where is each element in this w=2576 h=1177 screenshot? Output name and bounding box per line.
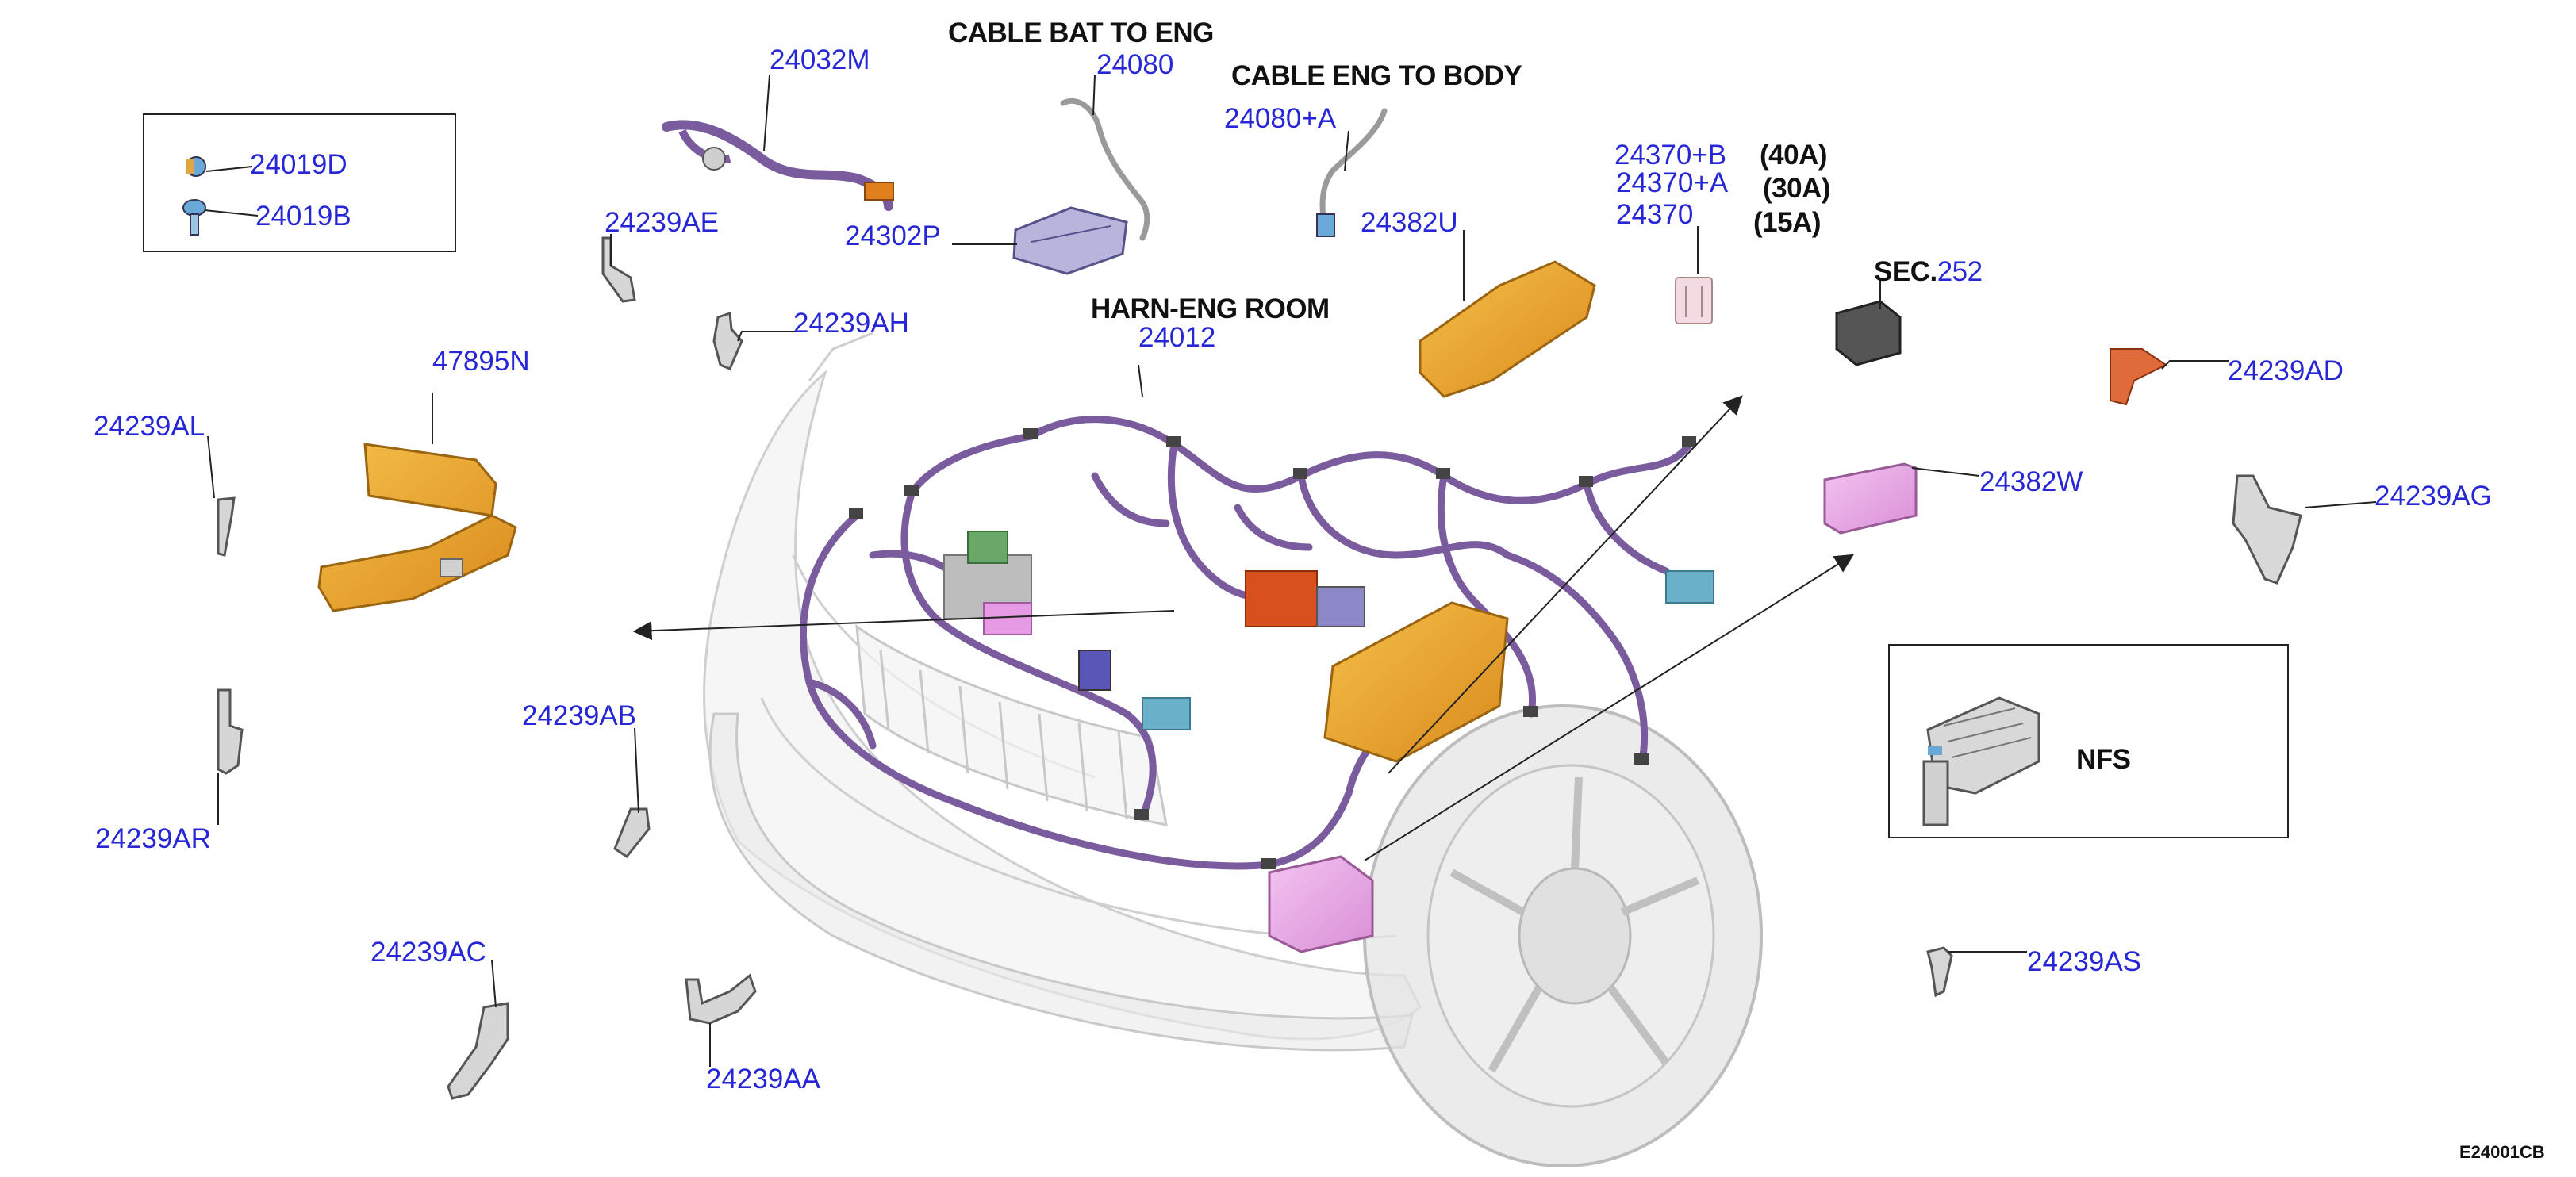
clip-24019D-artwork [186, 156, 206, 177]
bracket-24239AD-artwork [2110, 348, 2167, 406]
cover-24382U-artwork [1419, 260, 1596, 398]
clip-24019B-artwork [182, 199, 206, 236]
fuse-24370-artwork [1675, 277, 1713, 324]
arrows [632, 395, 1855, 861]
sec-252-module-artwork [1835, 300, 1902, 366]
bracket-24239AS-artwork [1926, 946, 1953, 998]
part-24239AL[interactable]: 24239AL [94, 411, 205, 442]
part-24302P[interactable]: 24302P [845, 220, 941, 251]
fuse-rating-40a: (40A) [1760, 140, 1828, 171]
bracket-24239AG-artwork [2232, 474, 2302, 585]
part-24239AE[interactable]: 24239AE [605, 207, 720, 238]
clip-kit-box [143, 113, 456, 252]
bracket-47895N-clip-artwork [440, 558, 463, 577]
cable-24080-artwork [1060, 98, 1150, 241]
connector-24080A-artwork [1316, 213, 1335, 237]
part-24239AG[interactable]: 24239AG [2374, 481, 2492, 512]
part-24382W[interactable]: 24382W [1979, 466, 2083, 497]
fuse-rating-30a: (30A) [1763, 173, 1831, 204]
bracket-24239AE-artwork [601, 236, 636, 303]
part-24239AS[interactable]: 24239AS [2027, 946, 2142, 977]
part-24080[interactable]: 24080 [1096, 49, 1174, 80]
section-prefix: SEC. [1874, 256, 1937, 287]
part-24239AH[interactable]: 24239AH [793, 308, 909, 339]
part-24382U[interactable]: 24382U [1361, 207, 1458, 238]
cable-24032M-artwork [662, 120, 894, 211]
nfs-label: NFS [2076, 744, 2131, 775]
bracket-24239AR-artwork [217, 688, 244, 775]
bracket-24239AC-artwork [447, 1002, 509, 1100]
diagram-code: E24001CB [2459, 1142, 2545, 1162]
bracket-47895N-artwork [317, 443, 517, 612]
part-24239AD[interactable]: 24239AD [2228, 355, 2344, 386]
front-wheel [1363, 704, 1763, 1167]
part-24239AB[interactable]: 24239AB [522, 700, 637, 731]
part-24019D[interactable]: 24019D [250, 149, 347, 180]
part-24370A[interactable]: 24370+A [1616, 167, 1729, 198]
part-24019B[interactable]: 24019B [255, 201, 351, 232]
fuse-block-on-car [1268, 855, 1374, 953]
title-harn-eng-room: HARN-ENG ROOM [1091, 293, 1330, 324]
part-24239AC[interactable]: 24239AC [370, 937, 486, 968]
title-cable-bat-to-eng: CABLE BAT TO ENG [948, 17, 1214, 48]
module-24302P-artwork [1012, 206, 1128, 275]
section-ref: SEC.252 [1874, 258, 1983, 286]
bracket-24239AH-artwork [712, 311, 743, 370]
section-number-link[interactable]: 252 [1937, 256, 1983, 287]
engine-module-artwork [943, 531, 1714, 730]
part-47895N[interactable]: 47895N [432, 346, 530, 377]
fuse-rating-15a: (15A) [1753, 207, 1822, 238]
fusible-link-box-on-car [1323, 601, 1509, 763]
part-24370B[interactable]: 24370+B [1614, 140, 1727, 171]
cable-24080A-artwork [1319, 108, 1388, 233]
part-24012[interactable]: 24012 [1138, 322, 1216, 353]
part-24239AR[interactable]: 24239AR [95, 823, 211, 854]
nfs-box [1888, 644, 2289, 838]
part-24032M[interactable]: 24032M [770, 44, 870, 75]
cover-24382W-artwork [1823, 462, 1918, 535]
part-24239AA[interactable]: 24239AA [706, 1064, 821, 1095]
bracket-24239AA-artwork [685, 973, 757, 1025]
title-cable-eng-to-body: CABLE ENG TO BODY [1231, 60, 1522, 91]
leader-lines [204, 75, 2377, 1067]
nfs-relay-box-artwork [1922, 696, 2040, 826]
part-24080A[interactable]: 24080+A [1224, 103, 1337, 134]
harness-connectors [849, 428, 1696, 869]
bracket-24239AL-artwork [217, 496, 236, 557]
bracket-24239AB-artwork [613, 807, 651, 859]
part-24370[interactable]: 24370 [1616, 199, 1694, 230]
front-grille [855, 623, 1168, 826]
